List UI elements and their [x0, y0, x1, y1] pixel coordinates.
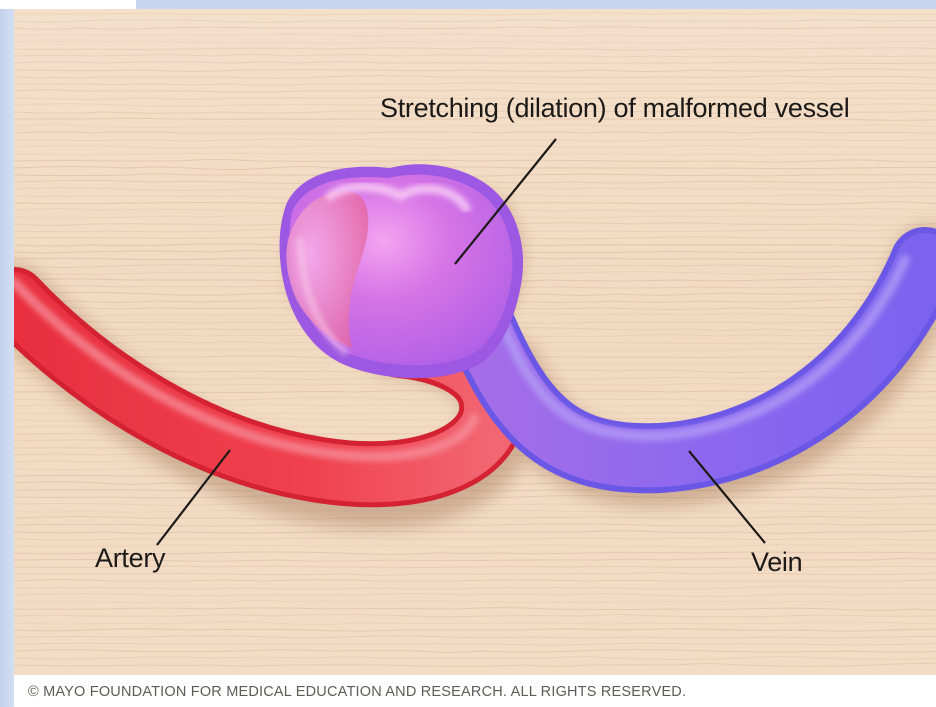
slide-left-bar [0, 9, 14, 707]
copyright-notice: © MAYO FOUNDATION FOR MEDICAL EDUCATION … [28, 684, 686, 700]
slide-top-bar [136, 0, 936, 9]
vein-label: Vein [751, 549, 802, 576]
dilation-label: Stretching (dilation) of malformed vesse… [380, 95, 849, 122]
artery-label: Artery [95, 545, 165, 572]
